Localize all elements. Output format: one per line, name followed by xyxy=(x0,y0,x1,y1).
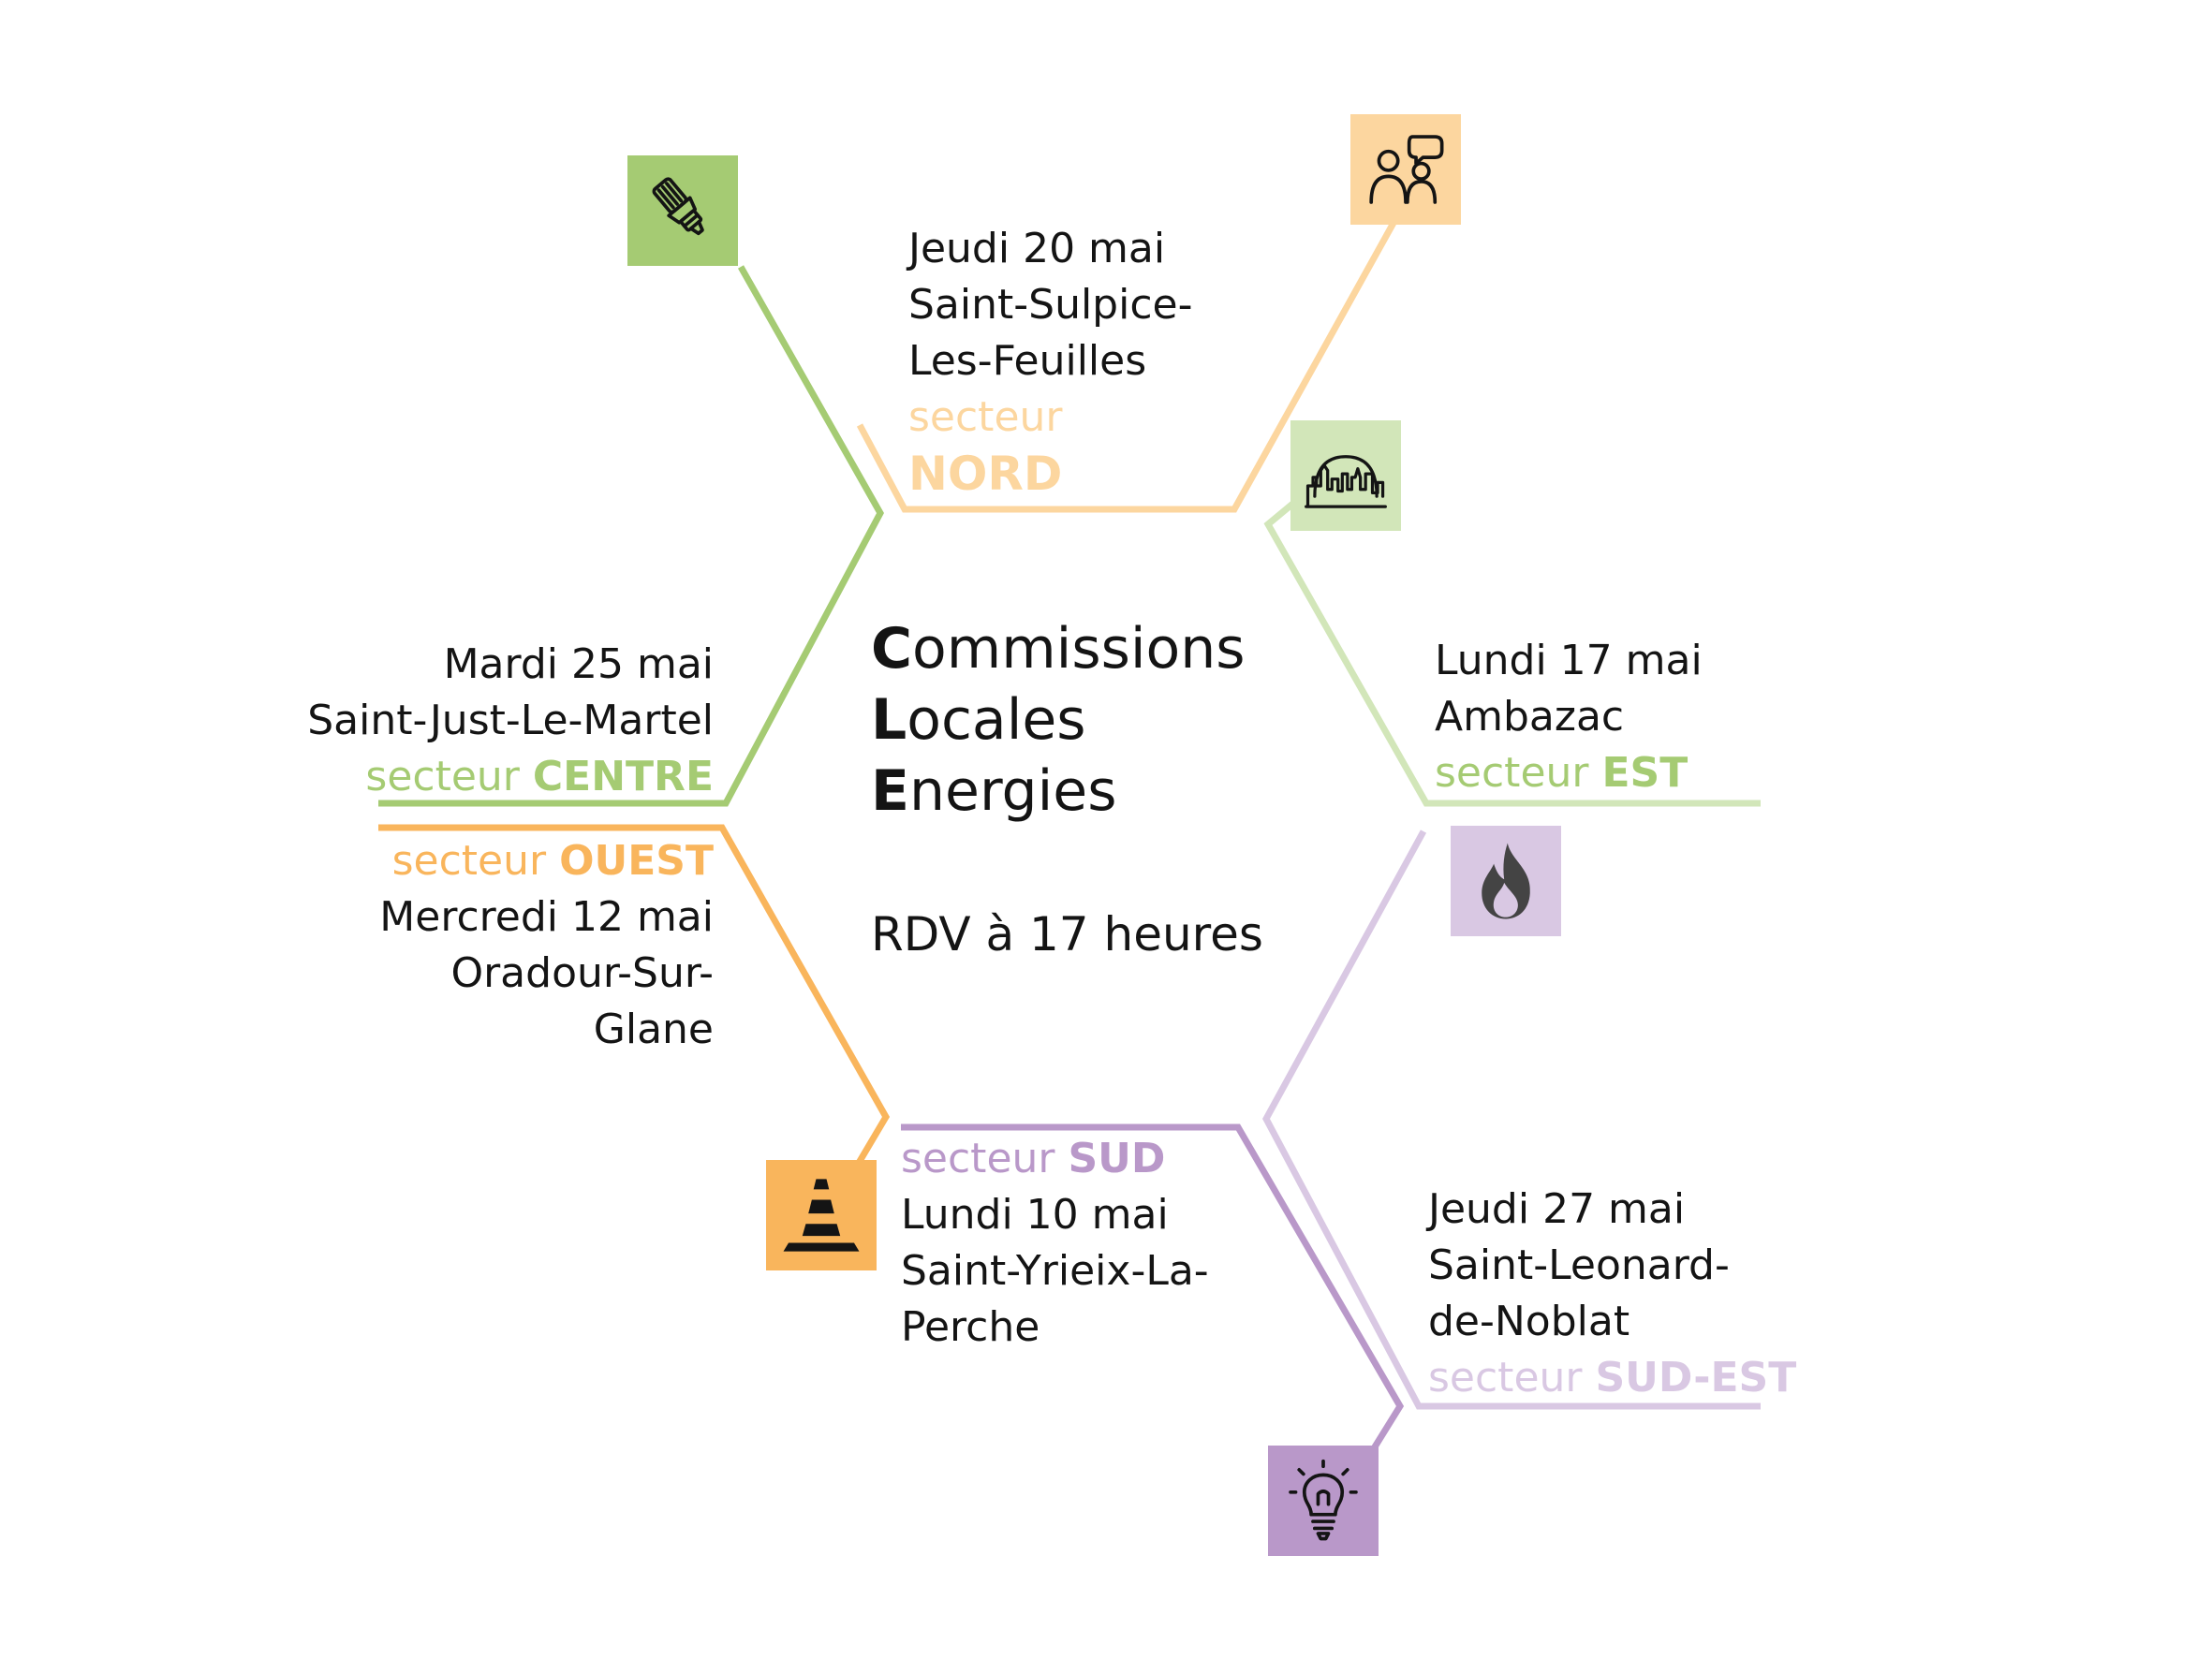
light-bulb-icon xyxy=(1289,1459,1358,1541)
people-talking-icon xyxy=(1369,135,1444,204)
est-sector-label: secteur xyxy=(1435,749,1589,797)
orange-connector xyxy=(378,824,891,1165)
sud-sector-name: SUD xyxy=(1068,1135,1166,1182)
sud-est-place-line1: Saint-Leonard- xyxy=(1428,1241,1730,1289)
sud-sector-line: secteur SUD xyxy=(901,1131,1209,1187)
est-place-line1: Ambazac xyxy=(1435,693,1625,741)
nord-date: Jeudi 20 mai xyxy=(908,225,1166,272)
light-green-icon-box xyxy=(1290,420,1401,531)
sud-place-line1: Saint-Yrieix-La- xyxy=(901,1247,1209,1295)
centre-sector-line: secteur CENTRE xyxy=(307,749,714,805)
title-initial-l: L xyxy=(871,687,907,753)
nord-place-line1: Saint-Sulpice- xyxy=(908,281,1193,329)
ouest-sector-line: secteur OUEST xyxy=(379,833,714,889)
sud-est-sector-label: secteur xyxy=(1428,1354,1583,1402)
title-initial-c: C xyxy=(871,616,913,682)
title-rest-2: ocales xyxy=(907,687,1086,753)
est-sector-line: secteur EST xyxy=(1435,745,1703,801)
sector-centre-info: Mardi 25 mai Saint-Just-Le-Martel secteu… xyxy=(307,637,714,805)
sud-est-sector-name: SUD-EST xyxy=(1595,1354,1797,1402)
green-icon-box xyxy=(627,155,738,266)
title-line-3: Energies xyxy=(871,756,1246,827)
title-initial-e: E xyxy=(871,758,909,824)
centre-sector-name: CENTRE xyxy=(532,753,714,800)
centre-sector-label: secteur xyxy=(365,753,520,800)
sud-sector-label: secteur xyxy=(901,1135,1055,1182)
title-line-2: Locales xyxy=(871,684,1246,756)
title-rest-3: nergies xyxy=(909,758,1117,824)
energy-saving-bulb-icon xyxy=(652,177,704,236)
sector-ouest-info: secteur OUEST Mercredi 12 mai Oradour-Su… xyxy=(379,833,714,1058)
page-title: Commissions Locales Energies xyxy=(871,613,1246,827)
purple-connector xyxy=(901,1123,1405,1462)
light-purple-icon-box xyxy=(1451,826,1561,936)
city-skyline-icon xyxy=(1305,455,1387,508)
ouest-sector-label: secteur xyxy=(391,837,547,885)
title-rest-1: ommissions xyxy=(912,616,1246,682)
sector-sud-info: secteur SUD Lundi 10 mai Saint-Yrieix-La… xyxy=(901,1131,1209,1356)
light-purple-connector xyxy=(1262,830,1761,1410)
orange-icon-box xyxy=(766,1160,877,1270)
flame-icon xyxy=(1482,843,1530,919)
sector-sud-est-info: Jeudi 27 mai Saint-Leonard- de-Noblat se… xyxy=(1428,1182,1796,1406)
nord-place-line2: Les-Feuilles xyxy=(908,337,1147,385)
est-date: Lundi 17 mai xyxy=(1435,637,1703,684)
centre-place-line1: Saint-Just-Le-Martel xyxy=(307,697,714,744)
sud-place-line2: Perche xyxy=(901,1303,1040,1351)
nord-sector-name: NORD xyxy=(908,447,1063,501)
sud-date: Lundi 10 mai xyxy=(901,1191,1169,1239)
sector-est-info: Lundi 17 mai Ambazac secteur EST xyxy=(1435,633,1703,801)
ouest-date: Mercredi 12 mai xyxy=(379,893,714,941)
sector-nord-info: Jeudi 20 mai Saint-Sulpice- Les-Feuilles… xyxy=(908,221,1192,502)
purple-icon-box xyxy=(1268,1446,1379,1556)
ouest-place-line2: Glane xyxy=(593,1006,714,1053)
sud-est-place-line2: de-Noblat xyxy=(1428,1298,1630,1345)
green-connector xyxy=(378,265,884,807)
est-sector-name: EST xyxy=(1601,749,1688,797)
peach-icon-box xyxy=(1350,114,1461,225)
ouest-sector-name: OUEST xyxy=(559,837,714,885)
centre-date: Mardi 25 mai xyxy=(443,640,714,688)
sud-est-date: Jeudi 27 mai xyxy=(1428,1185,1686,1233)
nord-sector-label: secteur xyxy=(908,393,1063,441)
title-line-1: Commissions xyxy=(871,613,1246,684)
meeting-time: RDV à 17 heures xyxy=(871,907,1263,962)
traffic-cone-icon xyxy=(783,1179,860,1252)
ouest-place-line1: Oradour-Sur- xyxy=(450,949,714,997)
peach-connector xyxy=(856,221,1397,513)
sud-est-sector-line: secteur SUD-EST xyxy=(1428,1350,1796,1406)
